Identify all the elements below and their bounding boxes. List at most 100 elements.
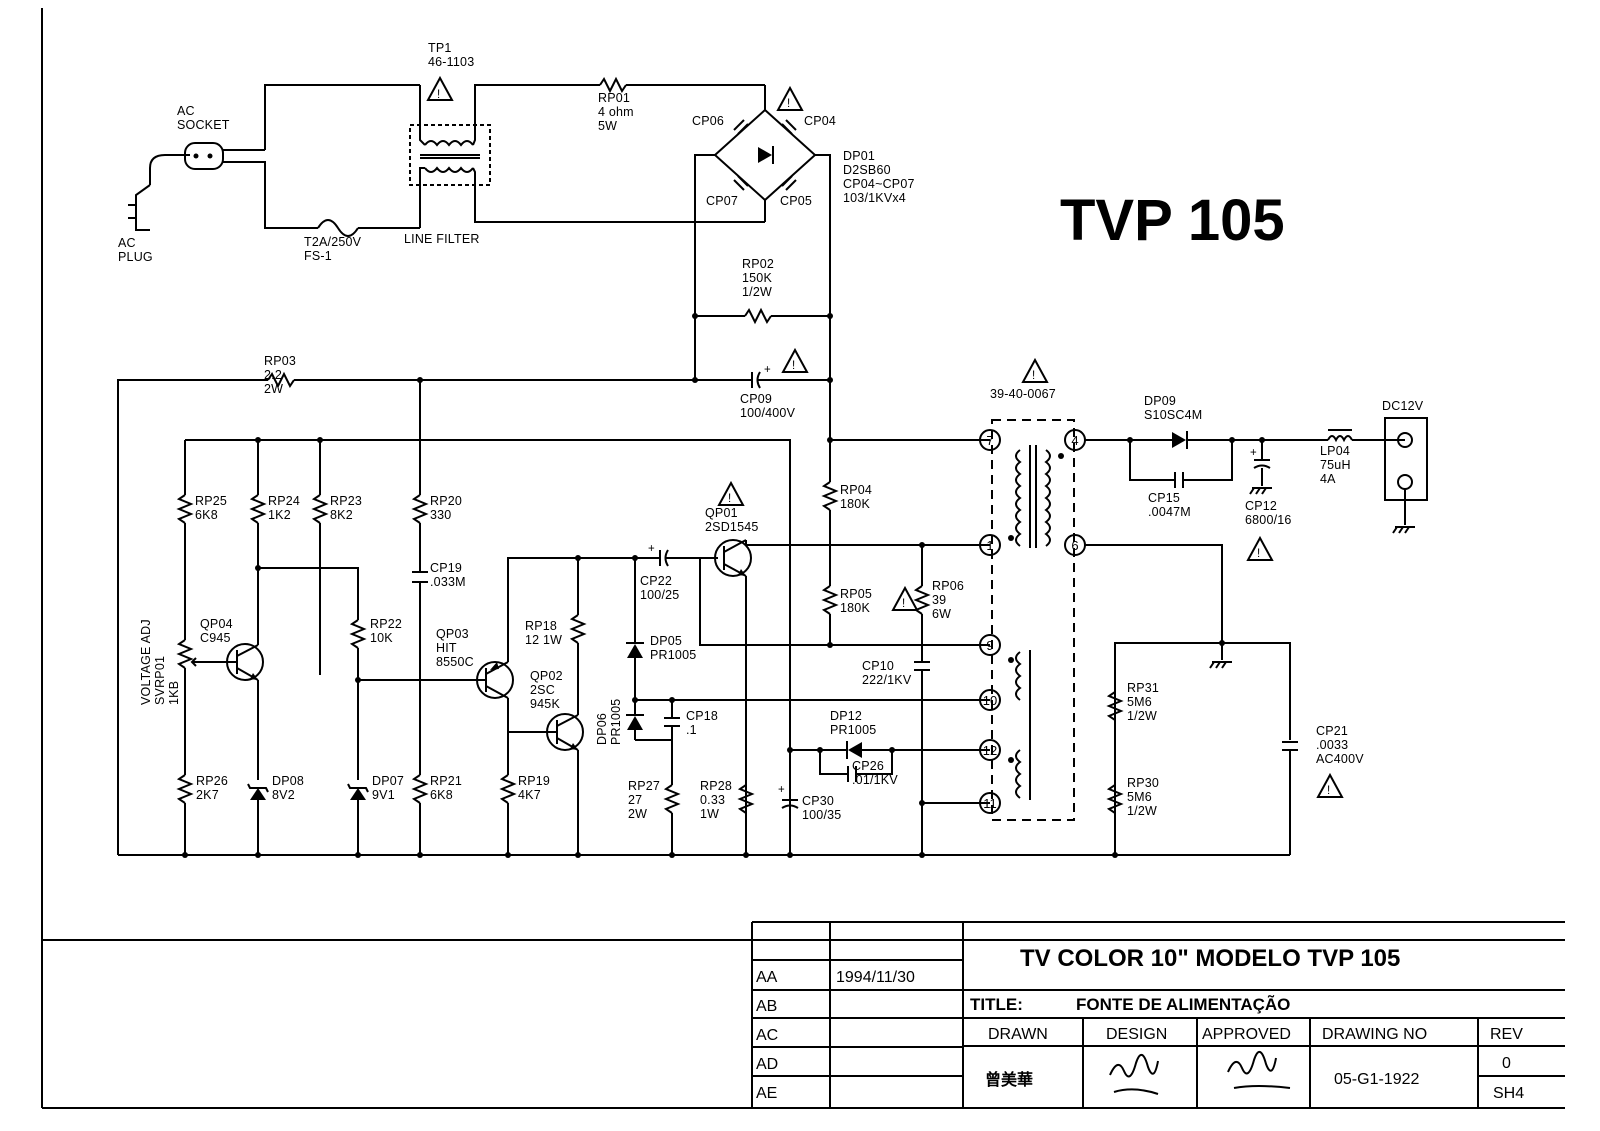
line-filter bbox=[409, 124, 491, 186]
dp05-diode bbox=[626, 642, 644, 658]
warning-icon: ! bbox=[717, 480, 745, 506]
cp09-capacitor: + bbox=[751, 364, 771, 389]
cp18-label: CP18.1 bbox=[686, 709, 718, 737]
svg-text:!: ! bbox=[437, 89, 440, 101]
warning-icon: ! bbox=[1021, 357, 1049, 383]
rp27-resistor bbox=[663, 784, 681, 814]
rp05-resistor bbox=[821, 585, 839, 615]
svg-text:!: ! bbox=[902, 598, 905, 610]
transformer-pin: 10 bbox=[979, 689, 1001, 711]
drawing-number: 05-G1-1922 bbox=[1334, 1071, 1419, 1088]
transformer bbox=[991, 419, 1075, 821]
bridge-rectifier bbox=[694, 85, 831, 440]
svrp01-label: VOLTAGE ADJSVRP011KB bbox=[139, 619, 181, 705]
svg-text:+: + bbox=[1250, 447, 1257, 459]
warning-icon: ! bbox=[781, 347, 809, 373]
rp22-resistor bbox=[349, 619, 367, 649]
title-label: TITLE: bbox=[970, 995, 1023, 1014]
transformer-pin: 4 bbox=[1064, 429, 1086, 451]
rev-value: 0 bbox=[1502, 1055, 1511, 1072]
cp10-capacitor bbox=[914, 661, 930, 671]
revision-code: AB bbox=[756, 998, 777, 1015]
ac-plug-icon bbox=[128, 154, 190, 231]
cp15-label: CP15.0047M bbox=[1148, 491, 1191, 519]
cp21-capacitor bbox=[1282, 741, 1298, 751]
rp30-resistor bbox=[1106, 784, 1124, 814]
revision-code: AD bbox=[756, 1056, 778, 1073]
revision-code: AE bbox=[756, 1085, 777, 1102]
rp28-resistor bbox=[737, 784, 755, 814]
svg-text:4: 4 bbox=[1071, 433, 1078, 448]
drawn-label: DRAWN bbox=[988, 1026, 1048, 1043]
approved-label: APPROVED bbox=[1202, 1026, 1291, 1043]
rp31-resistor bbox=[1106, 691, 1124, 721]
cp04-label: CP04 bbox=[804, 114, 836, 128]
transformer-pin: 1 bbox=[979, 534, 1001, 556]
dp09-diode bbox=[1172, 431, 1188, 449]
qp03-transistor bbox=[476, 661, 514, 699]
design-signature bbox=[1109, 1054, 1159, 1095]
title-value: FONTE DE ALIMENTAÇÃO bbox=[1076, 994, 1290, 1014]
dp07-zener bbox=[347, 783, 369, 800]
dc12v-label: DC12V bbox=[1382, 399, 1424, 413]
svg-text:!: ! bbox=[792, 360, 795, 372]
svrp01-potentiometer bbox=[176, 639, 194, 669]
dp06-label: DP06PR1005 bbox=[595, 699, 623, 745]
cp30-capacitor: + bbox=[778, 784, 799, 809]
sheet-label: SH4 bbox=[1493, 1085, 1524, 1102]
dp12-diode bbox=[846, 741, 862, 759]
cp15-capacitor bbox=[1174, 472, 1184, 488]
warning-icon: ! bbox=[426, 75, 454, 101]
svg-text:7: 7 bbox=[986, 433, 993, 448]
ac-socket-icon bbox=[184, 142, 265, 170]
rp02-resistor bbox=[744, 307, 772, 325]
fuse-icon bbox=[317, 219, 359, 237]
svg-text:!: ! bbox=[787, 98, 790, 110]
design-label: DESIGN bbox=[1106, 1026, 1167, 1043]
cp19-capacitor bbox=[412, 571, 428, 583]
transformer-pin: 12 bbox=[979, 739, 1001, 761]
svg-text:10: 10 bbox=[983, 693, 997, 708]
warning-icon: ! bbox=[776, 85, 804, 111]
cp05-label: CP05 bbox=[780, 194, 812, 208]
cp06-label: CP06 bbox=[692, 114, 724, 128]
svg-text:11: 11 bbox=[983, 796, 997, 811]
cp26-label: CP26.01/1KV bbox=[852, 759, 898, 787]
rp04-resistor bbox=[821, 481, 839, 511]
rp03-resistor bbox=[267, 371, 295, 389]
cp07-label: CP07 bbox=[706, 194, 738, 208]
rp23-resistor bbox=[311, 494, 329, 524]
rp24-resistor bbox=[249, 494, 267, 524]
svg-text:12: 12 bbox=[983, 743, 997, 758]
rp26-resistor bbox=[176, 774, 194, 804]
svg-text:!: ! bbox=[1032, 370, 1035, 382]
ground-icon bbox=[1209, 661, 1232, 669]
cp19-label: CP19.033M bbox=[430, 561, 466, 589]
revision-date: 1994/11/30 bbox=[836, 969, 915, 986]
